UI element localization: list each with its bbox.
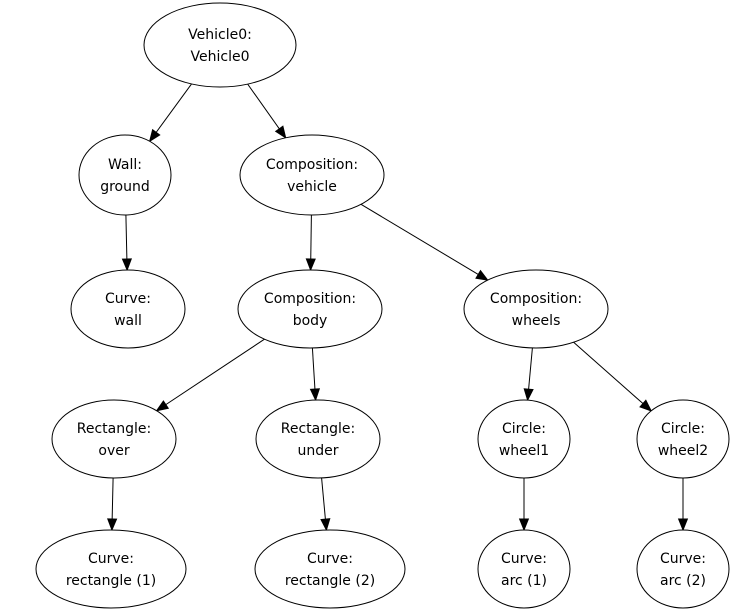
graph-edge <box>155 338 265 412</box>
node-ellipse[interactable] <box>254 529 406 609</box>
node-label-line2: Vehicle0 <box>191 49 250 65</box>
graph-node[interactable]: Composition: body <box>237 269 383 349</box>
graph-edge <box>677 478 689 532</box>
node-label-line2: rectangle (1) <box>66 573 156 589</box>
edge-arrowhead-icon <box>148 128 161 143</box>
edge-arrowhead-icon <box>523 388 534 402</box>
edge-line <box>573 341 644 404</box>
node-label-line1: Curve: <box>660 551 706 567</box>
edge-arrowhead-icon <box>121 258 133 272</box>
graph-edge <box>309 347 321 402</box>
edge-arrowhead-icon <box>155 400 170 412</box>
graph-edge <box>360 203 489 281</box>
node-label-line1: Composition: <box>266 157 358 173</box>
graph-edge <box>518 478 530 532</box>
graph-node[interactable]: Curve: arc (2) <box>636 529 730 609</box>
node-label-line1: Composition: <box>490 291 582 307</box>
node-label-line2: ground <box>100 179 150 195</box>
node-ellipse[interactable] <box>70 269 186 349</box>
edge-arrowhead-icon <box>639 399 653 412</box>
graph-node[interactable]: Rectangle: over <box>51 399 177 479</box>
graph-node[interactable]: Curve: wall <box>70 269 186 349</box>
node-ellipse[interactable] <box>463 269 609 349</box>
node-label-line2: arc (2) <box>660 573 706 589</box>
node-ellipse[interactable] <box>143 2 297 88</box>
edge-line <box>155 83 192 133</box>
node-ellipse[interactable] <box>78 134 172 216</box>
node-label-line2: over <box>98 443 129 459</box>
edge-arrowhead-icon <box>475 269 489 281</box>
edge-line <box>311 347 316 390</box>
edge-line <box>111 477 114 520</box>
node-label-line2: wall <box>114 313 142 329</box>
graph-edge <box>573 341 653 412</box>
nodes-layer: Vehicle0:Vehicle0Wall:groundComposition:… <box>35 2 730 609</box>
node-label-line2: vehicle <box>287 179 337 195</box>
node-ellipse[interactable] <box>35 529 187 609</box>
graph-node[interactable]: Circle: wheel1 <box>477 399 571 479</box>
node-label-line1: Circle: <box>661 421 705 437</box>
edge-arrowhead-icon <box>320 518 331 532</box>
graph-node[interactable]: Circle: wheel2 <box>636 399 730 479</box>
edge-arrowhead-icon <box>677 518 689 532</box>
graph-node[interactable]: Composition: vehicle <box>239 134 385 216</box>
edge-arrowhead-icon <box>305 258 316 272</box>
node-ellipse[interactable] <box>477 399 571 479</box>
node-label-line2: wheels <box>512 313 561 329</box>
graph-node[interactable]: Composition: wheels <box>463 269 609 349</box>
node-label-line2: rectangle (2) <box>285 573 375 589</box>
node-label-line2: arc (1) <box>501 573 547 589</box>
node-label-line1: Curve: <box>307 551 353 567</box>
node-ellipse[interactable] <box>636 399 730 479</box>
edge-line <box>528 347 533 390</box>
node-label-line1: Rectangle: <box>77 421 151 437</box>
node-label-line2: wheel1 <box>499 443 549 459</box>
edge-line <box>321 477 326 520</box>
node-label-line1: Curve: <box>105 291 151 307</box>
edge-line <box>360 203 479 275</box>
node-label-line1: Curve: <box>501 551 547 567</box>
node-label-line2: body <box>293 313 328 329</box>
node-label-line1: Vehicle0: <box>188 27 252 43</box>
node-ellipse[interactable] <box>636 529 730 609</box>
graph-edge <box>148 83 192 143</box>
graph-edge <box>523 347 534 402</box>
edge-line <box>247 83 280 130</box>
graph-edge <box>107 477 118 532</box>
graph-edge <box>121 214 133 272</box>
edges-layer <box>107 83 689 532</box>
node-label-line1: Rectangle: <box>281 421 355 437</box>
node-label-line2: wheel2 <box>658 443 708 459</box>
graph-node[interactable]: Curve: arc (1) <box>477 529 571 609</box>
graph-edge <box>320 477 331 532</box>
graph-node[interactable]: Rectangle: under <box>255 399 381 479</box>
edge-line <box>125 214 128 260</box>
graph-edge <box>305 214 316 272</box>
edge-line <box>310 214 312 260</box>
graph-edge <box>247 83 287 139</box>
node-ellipse[interactable] <box>237 269 383 349</box>
node-ellipse[interactable] <box>239 134 385 216</box>
node-ellipse[interactable] <box>477 529 571 609</box>
graph-node[interactable]: Vehicle0: Vehicle0 <box>143 2 297 88</box>
node-label-line2: under <box>297 443 338 459</box>
graph-node[interactable]: Curve: rectangle (2) <box>254 529 406 609</box>
graph-node[interactable]: Wall: ground <box>78 134 172 216</box>
node-label-line1: Composition: <box>264 291 356 307</box>
edge-arrowhead-icon <box>107 518 118 532</box>
edge-arrowhead-icon <box>309 388 321 402</box>
graph-node[interactable]: Curve: rectangle (1) <box>35 529 187 609</box>
node-ellipse[interactable] <box>51 399 177 479</box>
node-label-line1: Wall: <box>108 157 142 173</box>
node-ellipse[interactable] <box>255 399 381 479</box>
edge-line <box>165 338 265 406</box>
edge-arrowhead-icon <box>274 125 287 139</box>
node-label-line1: Circle: <box>502 421 546 437</box>
node-label-line1: Curve: <box>88 551 134 567</box>
edge-arrowhead-icon <box>518 518 530 532</box>
